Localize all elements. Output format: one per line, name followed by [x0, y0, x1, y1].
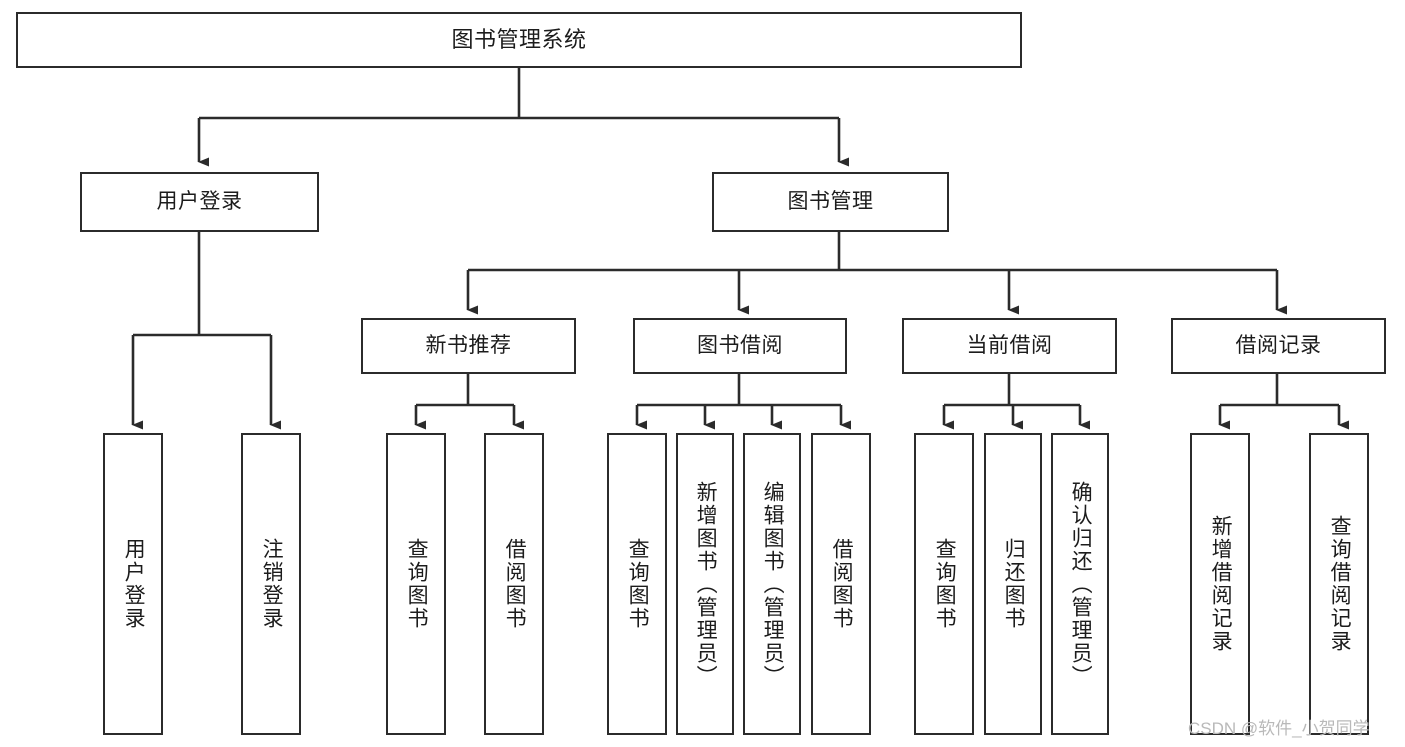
node-label: 借阅记录: [1235, 333, 1322, 357]
node-user-login[interactable]: 用户登录: [80, 172, 319, 232]
node-label: 归还图书: [1002, 538, 1026, 630]
node-label: 新增借阅记录: [1209, 515, 1233, 653]
node-leaf-query-book-current[interactable]: 查询图书: [914, 433, 974, 735]
node-leaf-user-login[interactable]: 用户登录: [103, 433, 163, 735]
node-label: 用户登录: [122, 538, 146, 630]
node-current-borrow[interactable]: 当前借阅: [902, 318, 1117, 374]
node-leaf-confirm-return-admin[interactable]: 确认归还（管理员）: [1051, 433, 1109, 735]
node-new-book-recommend[interactable]: 新书推荐: [361, 318, 576, 374]
node-label: 查询图书: [933, 538, 957, 630]
node-leaf-query-book-newbook[interactable]: 查询图书: [386, 433, 446, 735]
node-leaf-return-book[interactable]: 归还图书: [984, 433, 1042, 735]
node-leaf-edit-book-admin[interactable]: 编辑图书（管理员）: [743, 433, 801, 735]
watermark-text: CSDN @软件_小贺同学: [1188, 719, 1370, 738]
node-label: 确认归还（管理员）: [1069, 480, 1093, 688]
node-label: 图书管理: [787, 189, 874, 213]
node-root-book-management-system[interactable]: 图书管理系统: [16, 12, 1022, 68]
node-leaf-borrow-book-newbook[interactable]: 借阅图书: [484, 433, 544, 735]
node-label: 查询借阅记录: [1328, 515, 1352, 653]
node-leaf-add-borrow-record[interactable]: 新增借阅记录: [1190, 433, 1250, 735]
node-label: 借阅图书: [503, 538, 527, 630]
node-leaf-borrow-book[interactable]: 借阅图书: [811, 433, 871, 735]
node-label: 编辑图书（管理员）: [761, 480, 785, 688]
node-label: 查询图书: [626, 538, 650, 630]
node-leaf-add-book-admin[interactable]: 新增图书（管理员）: [676, 433, 734, 735]
node-label: 新书推荐: [425, 333, 512, 357]
node-label: 图书管理系统: [451, 27, 587, 53]
node-label: 用户登录: [156, 189, 243, 213]
node-label: 当前借阅: [966, 333, 1053, 357]
node-book-borrow[interactable]: 图书借阅: [633, 318, 847, 374]
node-label: 借阅图书: [830, 538, 854, 630]
node-label: 新增图书（管理员）: [694, 480, 718, 688]
node-leaf-query-borrow-record[interactable]: 查询借阅记录: [1309, 433, 1369, 735]
node-label: 查询图书: [405, 538, 429, 630]
node-label: 图书借阅: [697, 333, 783, 357]
node-leaf-logout-login[interactable]: 注销登录: [241, 433, 301, 735]
node-book-management[interactable]: 图书管理: [712, 172, 949, 232]
node-leaf-query-book-borrow[interactable]: 查询图书: [607, 433, 667, 735]
node-label: 注销登录: [260, 538, 284, 630]
node-borrow-record[interactable]: 借阅记录: [1171, 318, 1386, 374]
